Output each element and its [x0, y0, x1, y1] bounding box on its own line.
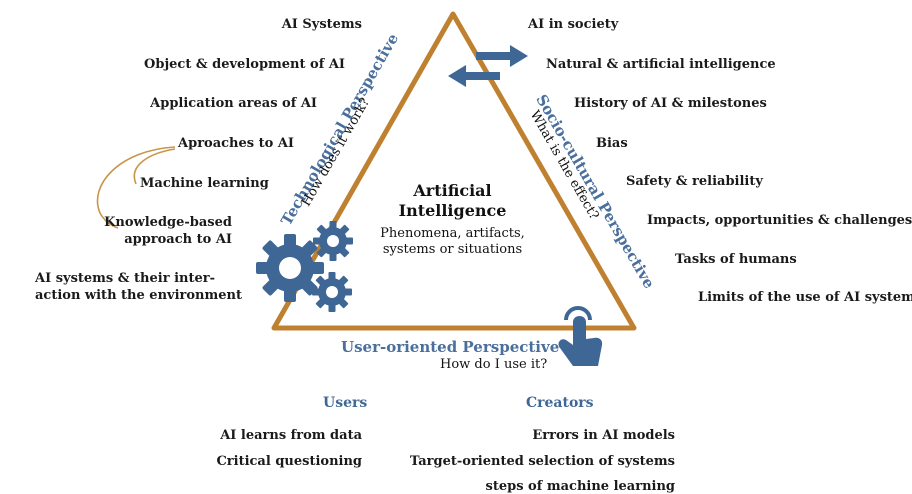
- center-title: Artificial Intelligence: [370, 181, 535, 221]
- socio-item-bias: Bias: [596, 136, 628, 151]
- user-perspective-label: User-oriented Perspective: [341, 338, 560, 356]
- socio-item-history: History of AI & milestones: [574, 96, 767, 111]
- approaches-bracket-inner: [133, 148, 176, 185]
- center-sub-line2: systems or situations: [382, 242, 523, 257]
- bidirectional-arrows-icon: [448, 45, 528, 87]
- creators-item-target-selection: Target-oriented selection of systems: [409, 454, 675, 469]
- perspective-triangle: [271, 11, 637, 331]
- tap-hand-icon: [558, 306, 603, 366]
- tech-item-object-development: Object & development of AI: [144, 57, 345, 72]
- creators-item-errors: Errors in AI models: [532, 428, 675, 443]
- socio-item-ai-in-society: AI in society: [528, 17, 619, 32]
- center-subtitle: Phenomena, artifacts, systems or situati…: [370, 226, 535, 258]
- creators-item-ml-steps: steps of machine learning: [485, 479, 675, 494]
- tech-item-knowledge-based: Knowledge-based: [104, 215, 232, 230]
- socio-item-natural-artificial: Natural & artificial intelligence: [546, 57, 776, 72]
- socio-item-limits: Limits of the use of AI systems: [698, 290, 912, 305]
- socio-item-impacts: Impacts, opportunities & challenges: [647, 213, 912, 228]
- tech-item-interaction-line2: action with the environment: [35, 288, 242, 303]
- socio-item-safety: Safety & reliability: [626, 174, 763, 189]
- center-title-line2: Intelligence: [398, 201, 507, 220]
- tech-item-application-areas: Application areas of AI: [150, 96, 317, 111]
- user-question: How do I use it?: [440, 357, 548, 372]
- tech-item-ai-systems: AI Systems: [281, 17, 362, 32]
- center-sub-line1: Phenomena, artifacts,: [380, 226, 525, 241]
- tech-item-machine-learning: Machine learning: [140, 176, 269, 191]
- center-title-line1: Artificial: [413, 181, 492, 200]
- approaches-bracket: [96, 146, 176, 229]
- tech-item-interaction: AI systems & their inter-: [35, 271, 215, 286]
- tech-item-knowledge-based-line2: approach to AI: [124, 232, 232, 247]
- users-item-learns-from-data: AI learns from data: [220, 428, 362, 443]
- gears-icon: [256, 221, 353, 312]
- socio-item-tasks: Tasks of humans: [675, 252, 797, 267]
- creators-header: Creators: [526, 395, 594, 411]
- tech-item-approaches: Aproaches to AI: [178, 136, 294, 151]
- users-header: Users: [323, 395, 368, 411]
- users-item-critical-questioning: Critical questioning: [216, 454, 362, 469]
- technological-question: How does it work?: [299, 95, 373, 209]
